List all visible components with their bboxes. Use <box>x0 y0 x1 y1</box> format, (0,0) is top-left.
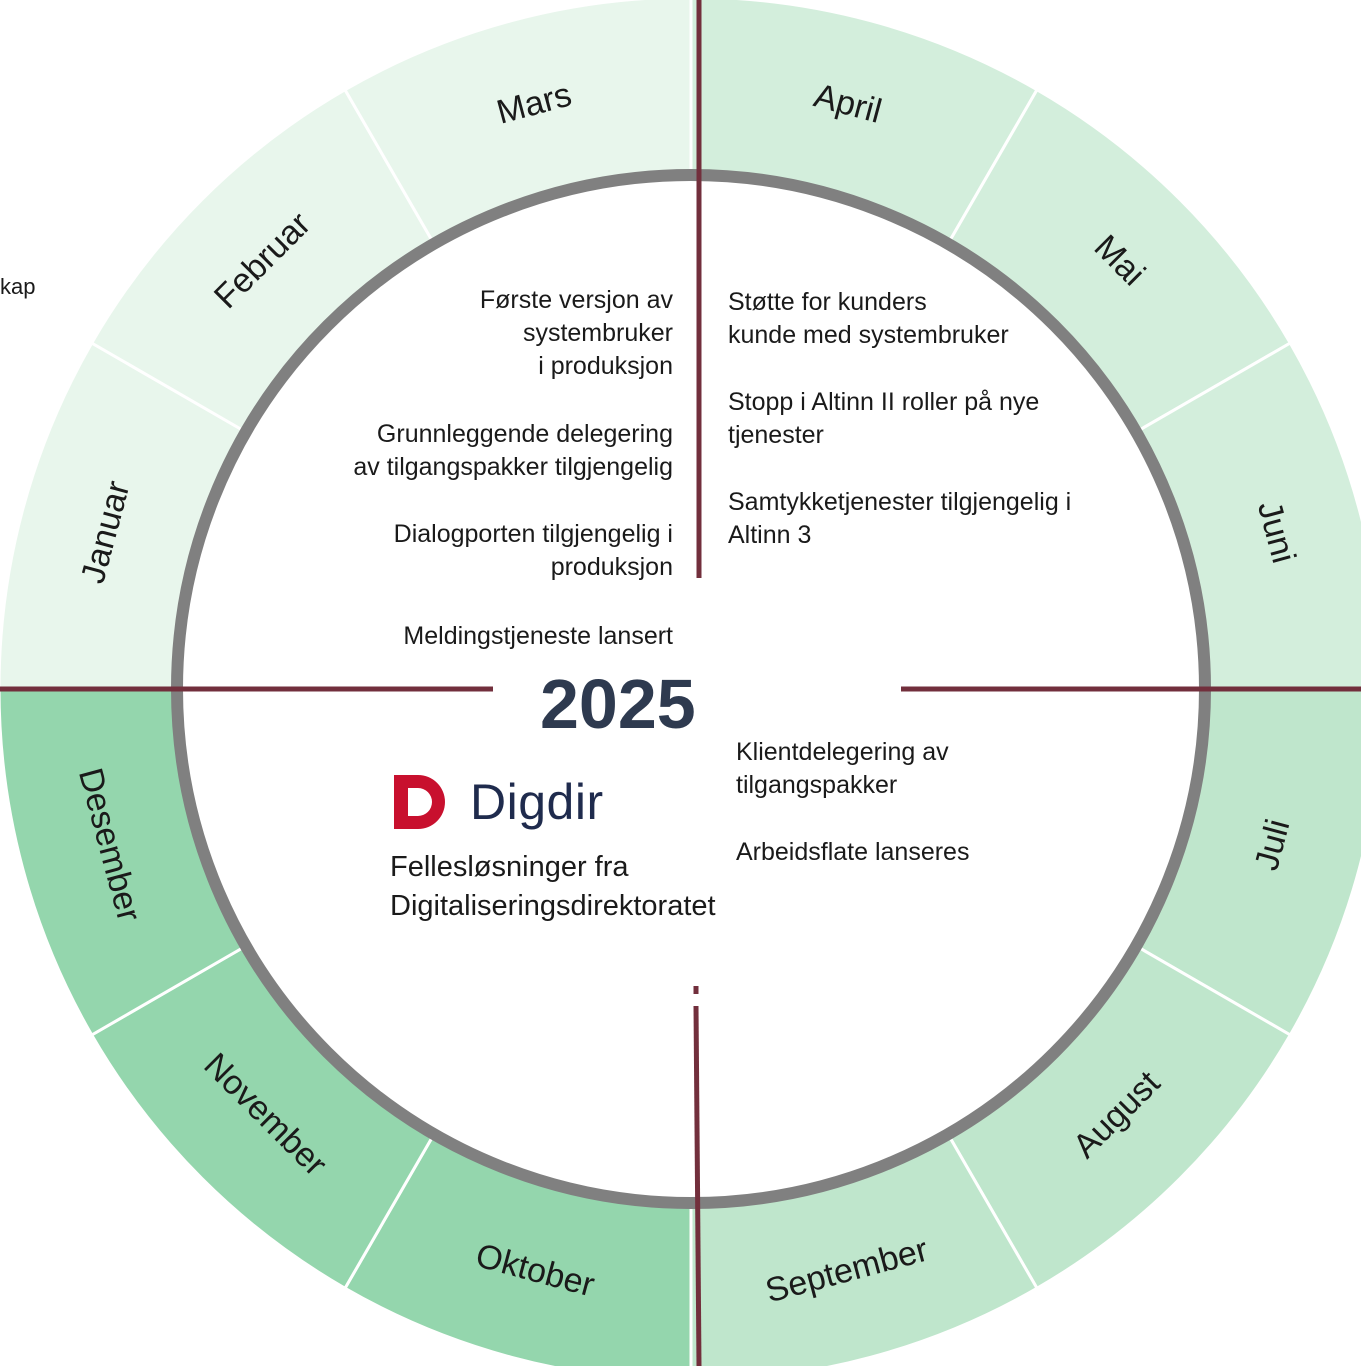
axis-bottom <box>693 1005 702 1366</box>
subtitle: Fellesløsninger fra Digitaliseringsdirek… <box>390 851 716 922</box>
q3-item-2: Arbeidsflate lanseres <box>736 838 970 866</box>
year-title: 2025 <box>540 665 696 743</box>
digdir-logo-icon <box>394 775 445 829</box>
digdir-logo: Digdir <box>390 770 604 834</box>
q1-item-3: Dialogporten tilgjengelig i produksjon <box>393 520 673 581</box>
q2-item-3: Samtykketjenester tilgjengelig i Altinn … <box>728 488 1072 549</box>
q2-item-2: Stopp i Altinn II roller på nye tjeneste… <box>728 388 1040 449</box>
q3-item-1: Klientdelegering av tilgangspakker <box>736 738 949 799</box>
cropped-edge-text: kap <box>0 274 36 299</box>
q1-item-1: Første versjon av systembruker i produks… <box>479 286 673 380</box>
q1-item-2: Grunnleggende delegering av tilgangspakk… <box>353 420 673 481</box>
logo-text: Digdir <box>470 774 604 830</box>
inner-disc <box>177 175 1205 1203</box>
q1-item-4: Meldingstjeneste lansert <box>403 622 673 650</box>
q2-item-1: Støtte for kunders kunde med systembruke… <box>728 288 1009 349</box>
